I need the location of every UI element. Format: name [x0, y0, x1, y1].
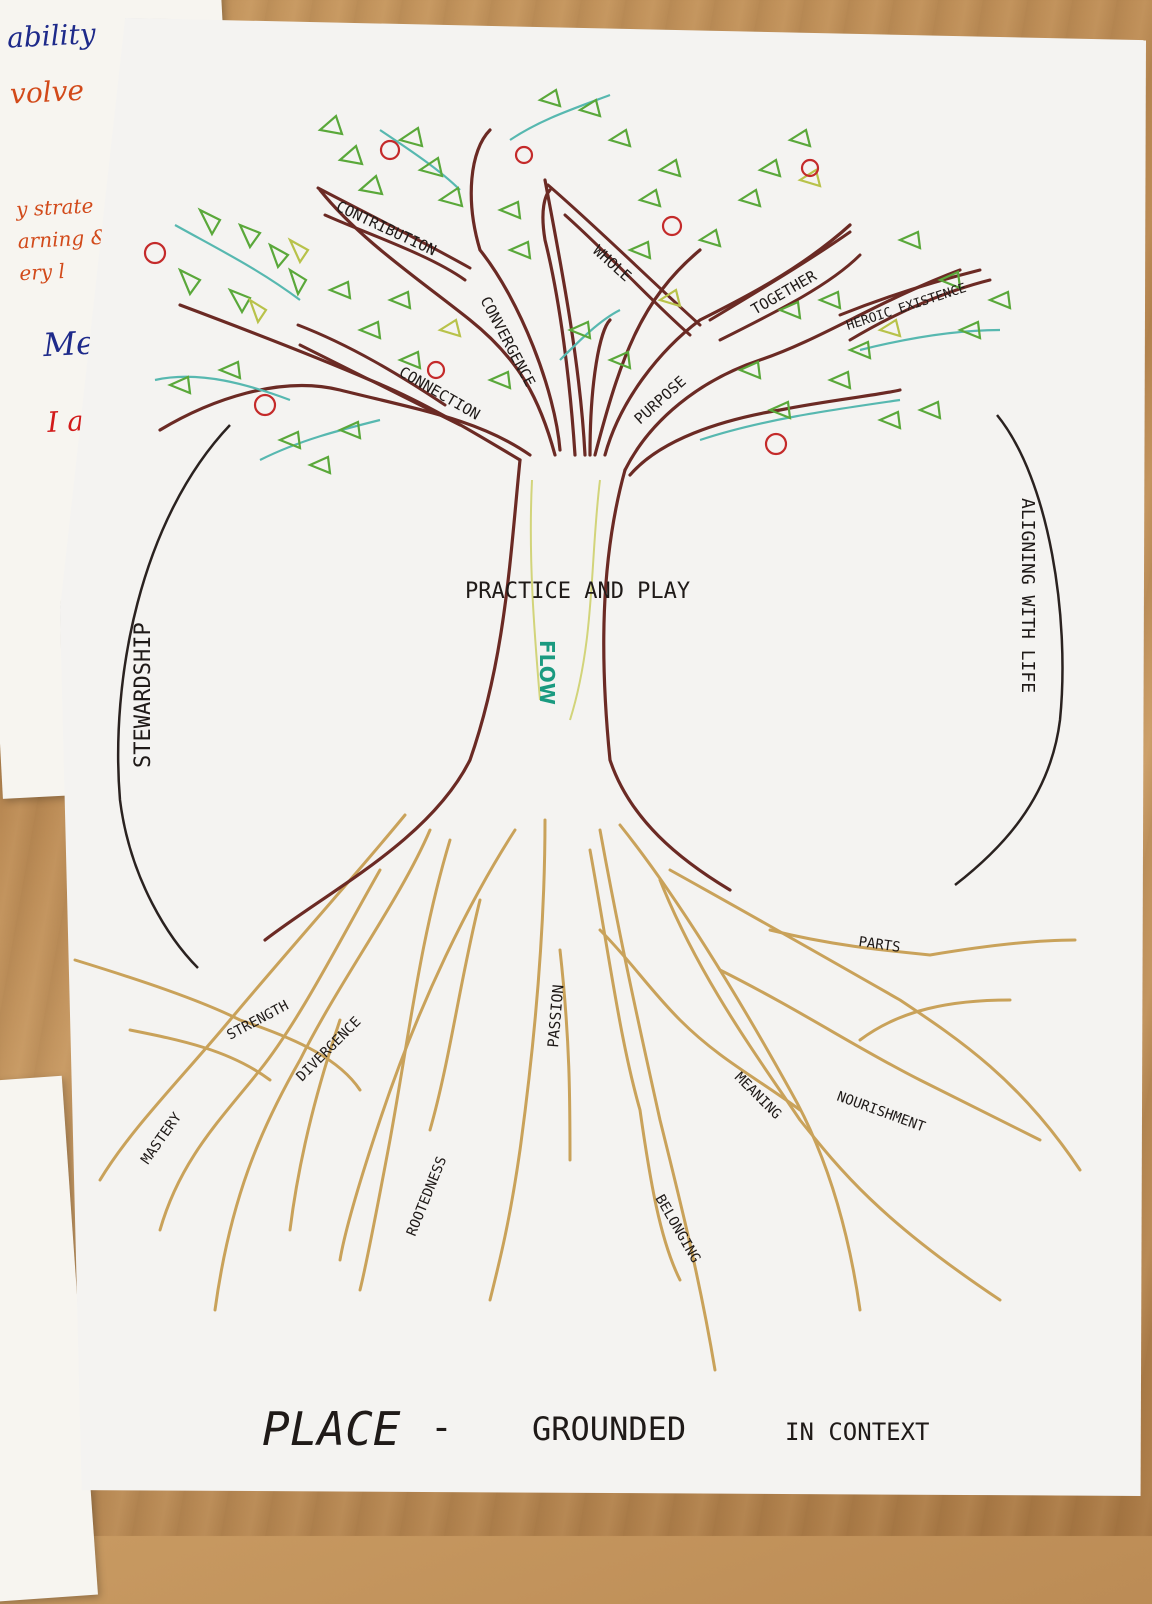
- branch-bands: [296, 183, 992, 427]
- flow-arrows: [529, 479, 601, 721]
- poster-sheet: [60, 18, 1146, 1496]
- root-label-passion: PASSION: [544, 984, 567, 1049]
- branch-label-whole: WHOLE: [589, 242, 635, 286]
- leaves: [154, 88, 1012, 475]
- apple-icon: [514, 145, 534, 165]
- side-arcs: [116, 414, 1064, 969]
- apple-icon: [800, 158, 820, 178]
- branch-label-contribution: CONTRIBUTION: [333, 197, 439, 259]
- arc-label-aligning-with-life: ALIGNING WITH LIFE: [1017, 498, 1038, 693]
- root-label-belonging: BELONGING: [652, 1192, 704, 1266]
- apple-icon: [426, 360, 446, 380]
- bottom-place: PLACE: [262, 1402, 401, 1456]
- bottom-grounded: GROUNDED: [532, 1410, 686, 1448]
- root-label-meaning: MEANING: [731, 1070, 784, 1123]
- flow-label: FLOW: [535, 640, 559, 705]
- apple-icon: [379, 139, 401, 161]
- apple-icon: [253, 393, 277, 417]
- roots: [73, 813, 1082, 1372]
- apples: [143, 139, 820, 456]
- arc-label-stewardship: STEWARDSHIP: [131, 622, 156, 768]
- root-label-nourishment: NOURISHMENT: [835, 1089, 928, 1136]
- bottom-in-context: IN CONTEXT: [785, 1418, 930, 1446]
- bottom-dash: -: [430, 1405, 453, 1449]
- apple-icon: [661, 215, 683, 237]
- trunk-branches: [158, 128, 962, 942]
- tree-drawing: PRACTICE AND PLAY FLOW CONTRIBUTION CONV…: [73, 88, 1082, 1456]
- apple-icon: [143, 241, 167, 265]
- root-label-parts: PARTS: [857, 934, 901, 956]
- apple-icon: [764, 432, 788, 456]
- root-label-rootedness: ROOTEDNESS: [404, 1154, 450, 1238]
- trunk-label: PRACTICE AND PLAY: [465, 579, 690, 604]
